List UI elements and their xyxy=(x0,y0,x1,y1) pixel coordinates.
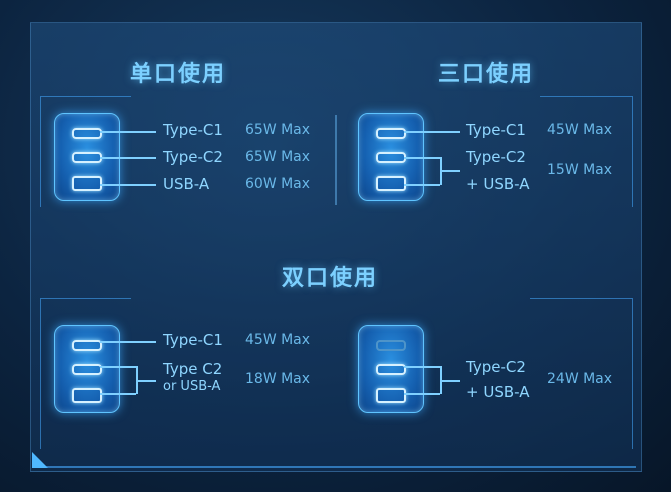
usb-a-port-icon xyxy=(72,388,102,403)
port-label: Type-C2 xyxy=(163,148,223,166)
usb-c1-port-icon xyxy=(72,340,102,351)
connector-line xyxy=(136,380,156,382)
connector-line xyxy=(100,184,156,186)
usb-a-port-icon xyxy=(376,388,406,403)
connector-line xyxy=(404,184,440,186)
power-value: 65W Max xyxy=(245,149,311,165)
port-label: + USB-A xyxy=(466,175,530,193)
dual-port-title: 双口使用 xyxy=(282,266,379,291)
usb-c1-port-icon xyxy=(376,128,406,139)
connector-line xyxy=(100,341,156,343)
usb-c1-port-icon xyxy=(72,128,102,139)
power-value: 45W Max xyxy=(547,122,613,138)
power-value: 65W Max xyxy=(245,122,311,138)
single-port-title: 单口使用 xyxy=(130,62,227,87)
top-left-frame xyxy=(40,96,131,207)
connector-line xyxy=(100,393,136,395)
charger-device-dual-right xyxy=(358,325,424,413)
usb-c2-port-icon xyxy=(376,152,406,163)
connector-line xyxy=(440,380,460,382)
connector-line xyxy=(100,131,156,133)
power-value: 15W Max xyxy=(547,162,613,178)
connector-line xyxy=(404,157,440,159)
triple-port-title: 三口使用 xyxy=(438,62,535,87)
top-right-frame xyxy=(540,96,633,207)
port-label: + USB-A xyxy=(466,383,530,401)
port-label: Type-C1 xyxy=(163,121,223,139)
connector-line xyxy=(100,157,156,159)
connector-line xyxy=(440,170,460,172)
connector-line xyxy=(404,131,460,133)
bottom-frame-line xyxy=(46,466,636,468)
port-label: USB-A xyxy=(163,175,210,193)
charger-device-dual-left xyxy=(54,325,120,413)
usb-a-port-icon xyxy=(72,176,102,191)
connector-line xyxy=(404,393,440,395)
port-label: Type-C2 xyxy=(466,358,526,376)
usb-c1-port-icon xyxy=(376,340,406,351)
corner-accent xyxy=(32,452,48,468)
power-value: 60W Max xyxy=(245,176,311,192)
section-divider xyxy=(335,115,337,205)
usb-c2-port-icon xyxy=(72,364,102,375)
port-label: Type C2 xyxy=(163,360,223,378)
usb-c2-port-icon xyxy=(376,364,406,375)
bottom-left-frame xyxy=(40,298,131,449)
port-label: or USB-A xyxy=(163,379,221,394)
power-value: 18W Max xyxy=(245,371,311,387)
power-value: 24W Max xyxy=(547,371,613,387)
charger-device-single xyxy=(54,113,120,201)
connector-line xyxy=(404,366,440,368)
power-value: 45W Max xyxy=(245,332,311,348)
port-label: Type-C2 xyxy=(466,148,526,166)
connector-line xyxy=(100,366,136,368)
charger-spec-panel xyxy=(30,22,642,472)
usb-a-port-icon xyxy=(376,176,406,191)
usb-c2-port-icon xyxy=(72,152,102,163)
port-label: Type-C1 xyxy=(466,121,526,139)
bottom-right-frame xyxy=(530,298,633,449)
port-label: Type-C1 xyxy=(163,331,223,349)
